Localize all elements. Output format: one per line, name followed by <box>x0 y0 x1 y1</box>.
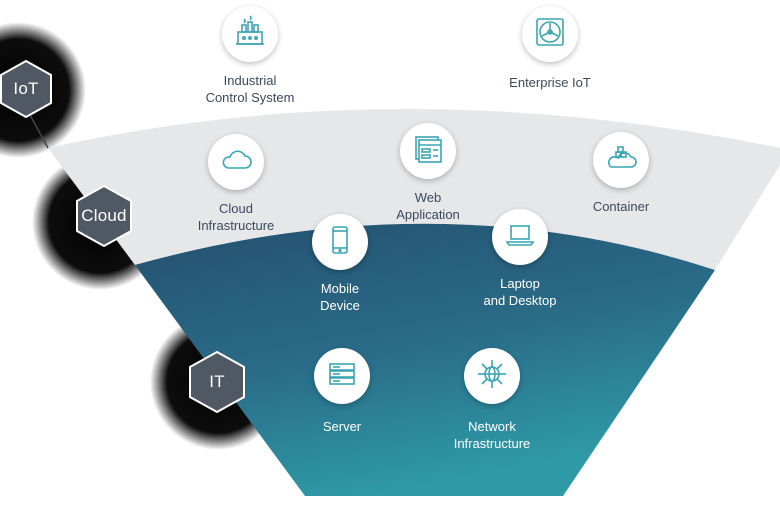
node-server: Server <box>292 348 392 435</box>
node-network-infrastructure: Network Infrastructure <box>430 348 554 452</box>
it-band <box>135 223 715 496</box>
server-icon <box>325 357 359 396</box>
node-cloud-infrastructure: Cloud Infrastructure <box>176 134 296 234</box>
cloud-infrastructure-label: Cloud Infrastructure <box>197 201 275 233</box>
iot-layer-label: IoT <box>13 79 39 98</box>
it-layer-label: IT <box>209 372 225 391</box>
cloud-layer-label: Cloud <box>81 206 127 225</box>
server-label: Server <box>322 419 362 434</box>
mobile-phone-icon <box>323 223 357 262</box>
it-hexagon: IT <box>189 350 245 414</box>
node-web-application: Web Application <box>368 123 488 223</box>
web-app-icon <box>411 132 445 171</box>
web-application-label: Web Application <box>396 190 460 222</box>
cloud-icon <box>219 143 253 182</box>
fan-grid-icon <box>533 15 567 54</box>
factory-icon <box>233 14 267 54</box>
node-container: Container <box>566 132 676 215</box>
node-enterprise-iot: Enterprise IoT <box>490 6 610 91</box>
laptop-desktop-label: Laptop and Desktop <box>483 276 557 308</box>
iot-hexagon: IoT <box>0 59 52 119</box>
industrial-control-system-label: Industrial Control System <box>205 73 295 105</box>
network-icon <box>475 357 509 396</box>
network-infrastructure-label: Network Infrastructure <box>453 419 531 451</box>
mobile-device-label: Mobile Device <box>320 281 360 313</box>
container-icon <box>604 141 638 180</box>
enterprise-iot-label: Enterprise IoT <box>509 75 591 90</box>
node-industrial-control-system: Industrial Control System <box>185 6 315 106</box>
node-mobile-device: Mobile Device <box>285 214 395 314</box>
container-label: Container <box>592 199 650 214</box>
node-laptop-desktop: Laptop and Desktop <box>465 209 575 309</box>
laptop-icon <box>503 218 537 257</box>
cloud-hexagon: Cloud <box>76 184 132 248</box>
